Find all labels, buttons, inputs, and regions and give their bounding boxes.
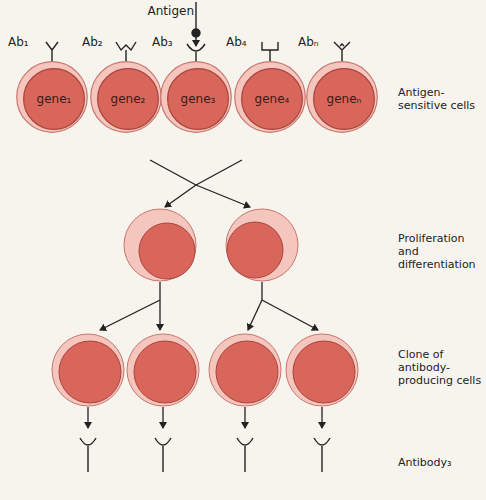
cell-nucleus: geneₙ bbox=[313, 68, 375, 130]
antibody-symbol bbox=[80, 438, 330, 472]
gene-label: geneₙ bbox=[313, 68, 375, 130]
gene-label: gene₃ bbox=[167, 68, 229, 130]
antibody-label: Abₙ bbox=[298, 35, 319, 49]
antigen-sensitive-cell: Ab₄gene₄ bbox=[234, 61, 306, 133]
stage-label: Clone of antibody-producing cells bbox=[398, 348, 484, 387]
antigen-label: Antigen bbox=[138, 5, 194, 18]
clone-cell bbox=[52, 334, 358, 406]
gene-label: gene₁ bbox=[23, 68, 85, 130]
stage-label: Antigen-sensitive cells bbox=[398, 86, 484, 112]
cell-nucleus: gene₂ bbox=[97, 68, 159, 130]
stage-label: Antibody₃ bbox=[398, 456, 484, 469]
gene-label: gene₄ bbox=[241, 68, 303, 130]
antibody-label: Ab₄ bbox=[226, 35, 247, 49]
antigen-sensitive-cell: Ab₁gene₁ bbox=[16, 61, 88, 133]
antibody-label: Ab₃ bbox=[152, 35, 173, 49]
antigen-sensitive-cell: Ab₃gene₃ bbox=[160, 61, 232, 133]
antibody-label: Ab₂ bbox=[82, 35, 103, 49]
antigen-sensitive-cell: Ab₂gene₂ bbox=[90, 61, 162, 133]
branch-arrow bbox=[100, 160, 318, 330]
antigen-sensitive-cell: Abₙgeneₙ bbox=[306, 61, 378, 133]
cell-nucleus: gene₄ bbox=[241, 68, 303, 130]
gene-label: gene₂ bbox=[97, 68, 159, 130]
cell-nucleus: gene₃ bbox=[167, 68, 229, 130]
secretion-arrow bbox=[88, 407, 322, 428]
proliferating-cell bbox=[124, 209, 298, 281]
antibody-label: Ab₁ bbox=[8, 35, 29, 49]
stage-label: Proliferation and differentiation bbox=[398, 232, 484, 271]
cell-nucleus: gene₁ bbox=[23, 68, 85, 130]
